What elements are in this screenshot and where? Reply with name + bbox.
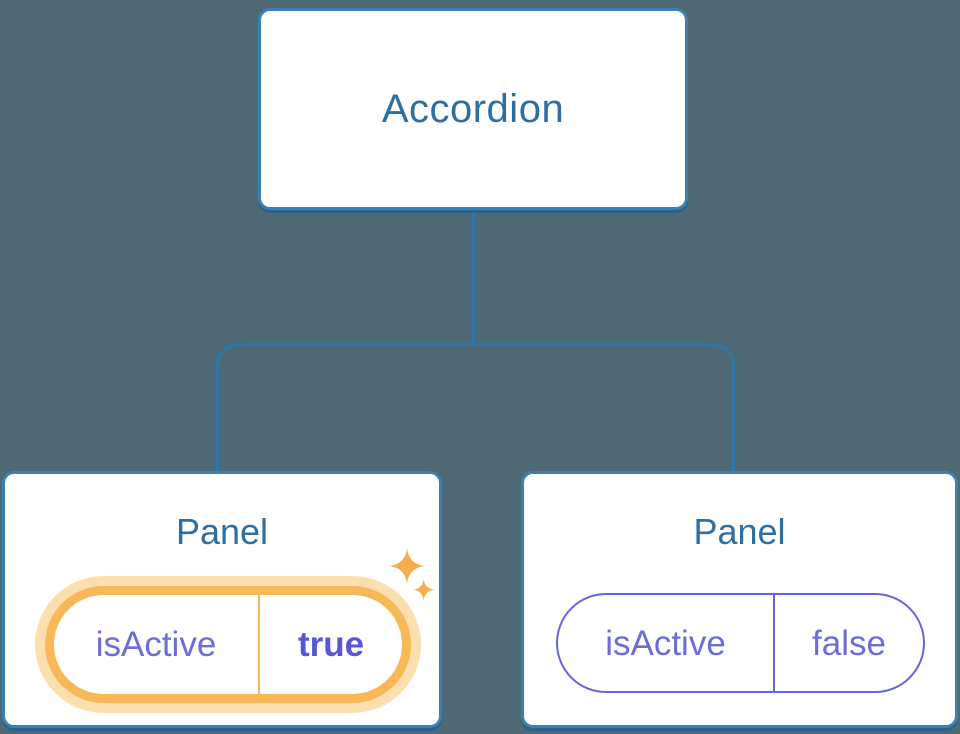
connector-branch [216, 343, 735, 471]
sparkles-icon [389, 548, 435, 601]
state-prop-name: isActive [95, 625, 217, 664]
state-prop-value: false [812, 623, 886, 663]
pill-divider [258, 595, 260, 694]
pill-divider [773, 595, 775, 691]
accordion-node-label: Accordion [381, 86, 565, 131]
state-pill-active: isActive true [45, 586, 411, 703]
sparkle-large [389, 548, 425, 584]
panel-node-active: Panel isActive true [2, 471, 442, 728]
state-prop-name: isActive [605, 623, 726, 663]
panel-node-inactive: Panel isActive false [521, 471, 958, 728]
accordion-node: Accordion [258, 8, 688, 210]
state-prop-value: true [297, 625, 365, 664]
panel-active-title: Panel [175, 511, 269, 552]
sparkle-small [413, 579, 435, 601]
panel-inactive-title: Panel [693, 511, 786, 552]
state-pill-inactive: isActive false [556, 593, 925, 693]
